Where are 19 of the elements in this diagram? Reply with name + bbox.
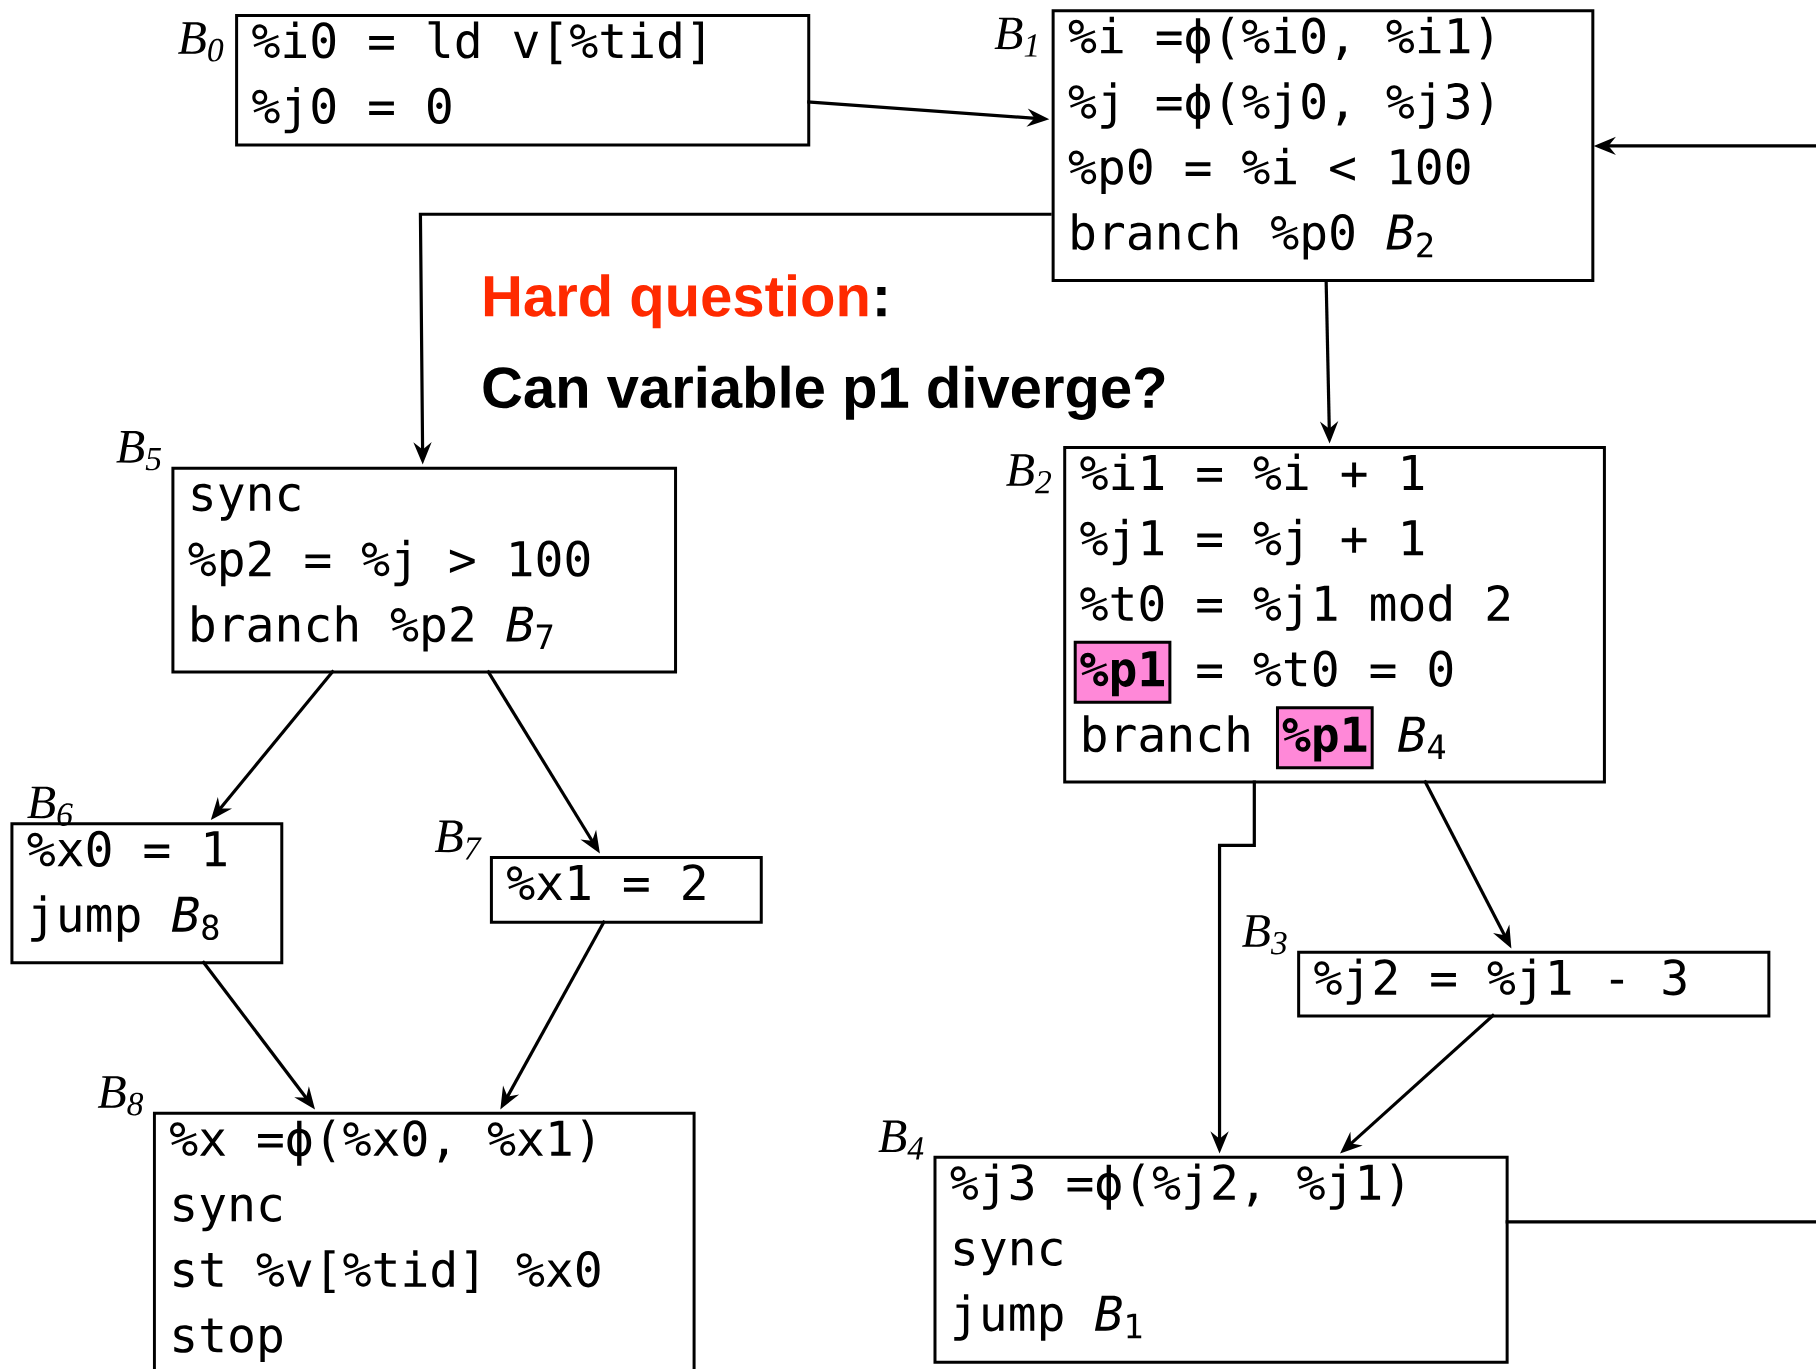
block-label: B$_{7}$ [434,820,482,860]
block-label: B$_{4}$ [878,1120,924,1160]
headline: Hard question [484,274,868,329]
block-label: B$_{0}$ [178,22,224,62]
code-block: %j3 =ϕ(%j2, %j1) sync jump B$_{1}$ [933,1155,1509,1364]
code-block: %x =ϕ(%x0, %x1) sync st %v[%tid] %x0 stop [152,1111,696,1369]
headline: Can variable p1 diverge? [483,365,1165,420]
code-block: sync %p2 = %j > 100 branch %p2 B$_{7}$ [171,466,678,674]
block-label: B$_{2}$ [1006,454,1052,494]
code-block: %x1 = 2 [489,855,763,924]
code-block: %j2 = %j1 - 3 [1297,950,1771,1018]
block-label: B$_{8}$ [97,1076,144,1116]
block-label: B$_{1}$ [994,17,1037,57]
code-block: %i1 = %i + 1 %j1 = %j + 1 %t0 = %j1 mod 2 %p1 = %t0 = 0 branch %p1 B$_{4}$ [1063,445,1606,784]
block-label: B$_{3}$ [1242,915,1287,955]
headline: : [877,286,886,317]
code-block: %i0 = ld v[%tid] %j0 = 0 [235,13,811,147]
code-block: %i =ϕ(%i0, %i1) %j =ϕ(%j0, %j3) %p0 = %i < 100 branch %p0 B$_{2}$ [1051,9,1595,283]
block-label: B$_{5}$ [116,431,161,471]
